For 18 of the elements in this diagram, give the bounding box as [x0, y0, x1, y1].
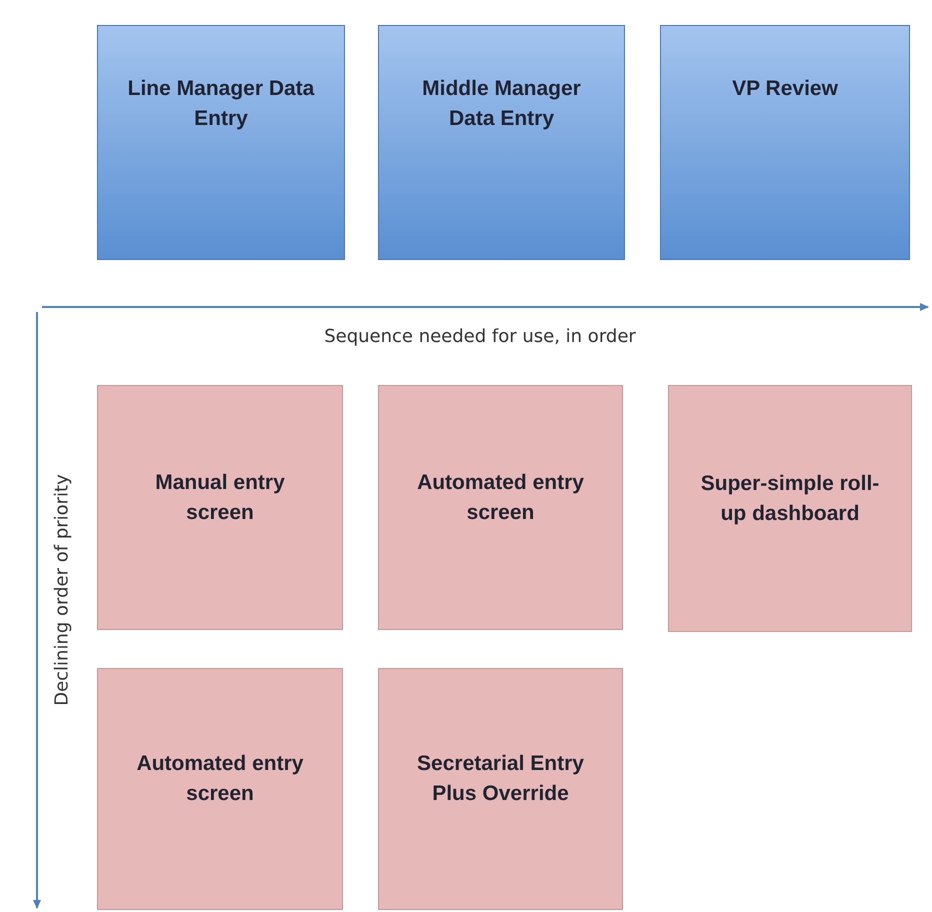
process-box: [660, 25, 910, 260]
box-label: VP Review: [731, 76, 839, 102]
process-box: [668, 385, 912, 632]
box-label: Secretarial Entry Plus Override: [416, 751, 585, 807]
box-label: Super-simple roll-up dashboard: [700, 470, 880, 526]
box-label: Manual entry screen: [154, 470, 286, 526]
box-label: Line Manager Data Entry: [126, 76, 316, 132]
box-label: Automated entry screen: [416, 470, 585, 526]
process-box: [378, 25, 625, 260]
process-box: [97, 668, 343, 910]
box-label: Middle Manager Data Entry: [421, 76, 582, 132]
process-box: [97, 385, 343, 630]
process-box: [378, 385, 623, 630]
process-box: [97, 25, 345, 260]
axis-label: Sequence needed for use, in order: [324, 326, 636, 347]
axis-label: Declining order of priority: [52, 474, 72, 706]
box-label: Automated entry screen: [136, 751, 304, 807]
process-box: [378, 668, 623, 910]
